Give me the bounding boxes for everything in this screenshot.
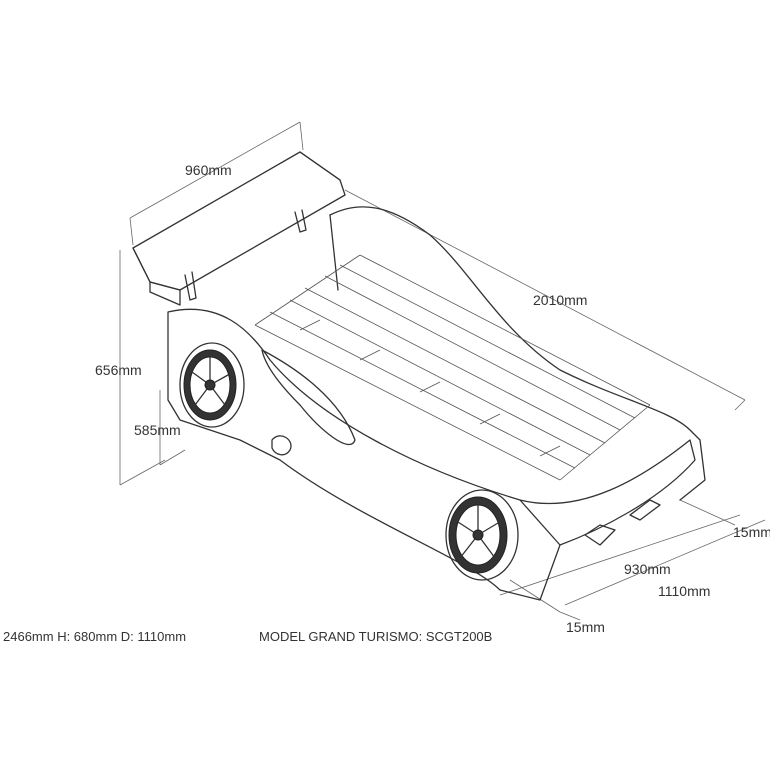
- rear-wheel: [179, 342, 245, 428]
- overall-size-text: 2466mm H: 680mm D: 1110mm: [3, 629, 187, 644]
- side-air-intake: [261, 349, 356, 446]
- model-text: MODEL GRAND TURISMO: SCGT200B: [259, 629, 493, 644]
- side-logo: [271, 435, 292, 456]
- dim-height-side: 585mm: [134, 422, 181, 438]
- dim-length: 2010mm: [533, 292, 588, 308]
- dimension-lines: [119, 121, 766, 621]
- far-side-panel: [329, 206, 706, 501]
- dim-gap-bottom: 15mm: [566, 619, 605, 635]
- slats: [254, 254, 651, 481]
- dim-gap-right: 15mm: [733, 524, 770, 540]
- dim-spoiler-width: 960mm: [185, 162, 232, 178]
- spoiler: [132, 151, 346, 306]
- dim-outer-width: 1110mm: [658, 583, 711, 599]
- dim-height-total: 656mm: [95, 362, 142, 378]
- front-wheel: [445, 489, 519, 581]
- near-side-panel: [167, 308, 696, 601]
- dim-inner-width: 930mm: [624, 561, 671, 577]
